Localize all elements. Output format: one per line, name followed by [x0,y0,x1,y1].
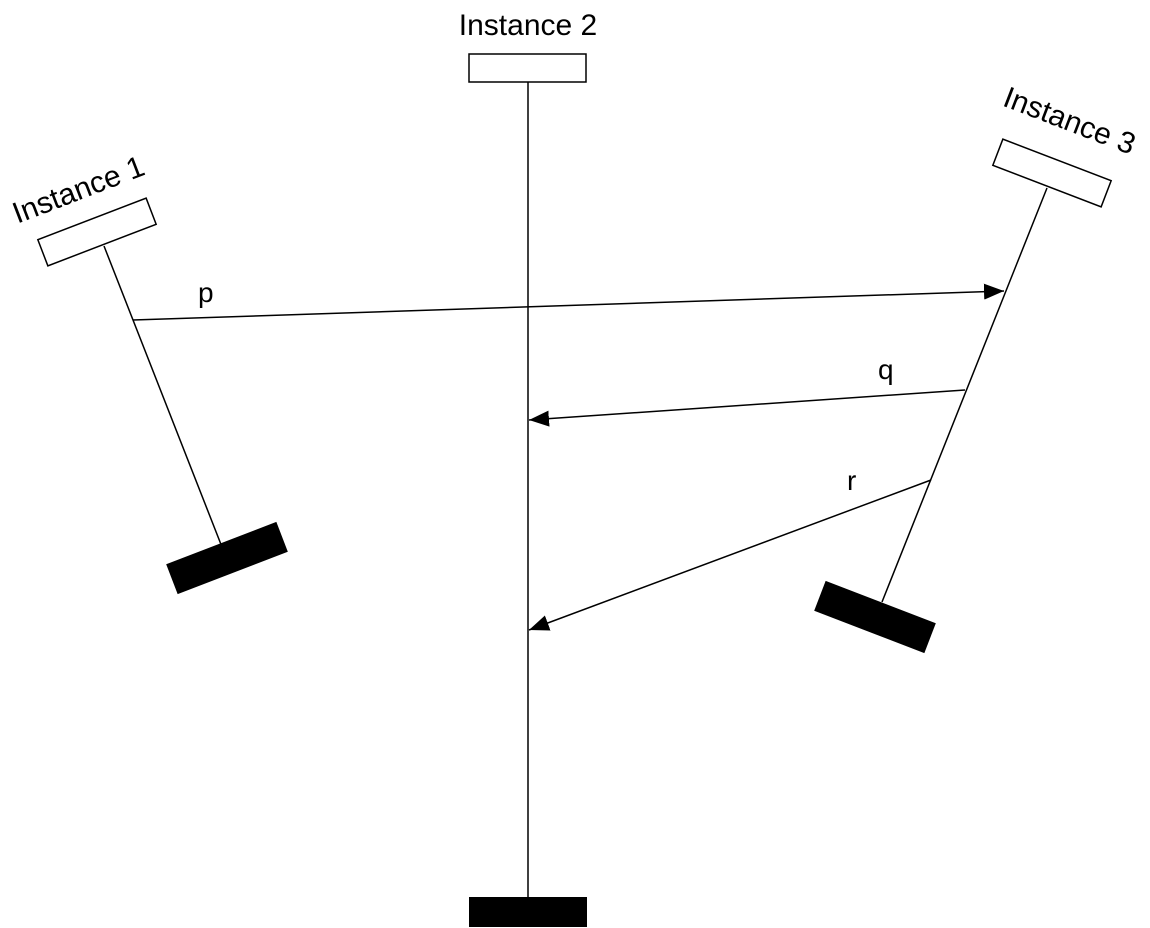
instance-2-head [468,53,587,83]
instance-2-label: Instance 2 [459,9,597,42]
message-r-arrow [528,479,932,631]
message-q: q [528,354,966,427]
message-p: p [132,277,1005,321]
message-p-label: p [198,277,214,308]
instance-3-head [991,138,1113,208]
message-p-arrow [132,283,1005,321]
instance-2-terminator [469,897,587,927]
instance-2: Instance 2 [459,9,597,927]
message-r-label: r [847,465,856,496]
message-r: r [528,465,932,631]
instance-1-lifeline [103,245,223,548]
instance-3: Instance 3 [814,81,1140,654]
instance-1-terminator [166,521,288,595]
instance-3-lifeline [881,187,1048,603]
instance-3-terminator [814,580,936,654]
instance-1: Instance 1 [8,150,288,595]
message-q-arrow [528,389,966,427]
message-q-label: q [878,354,894,385]
instance-1-head [36,197,158,267]
